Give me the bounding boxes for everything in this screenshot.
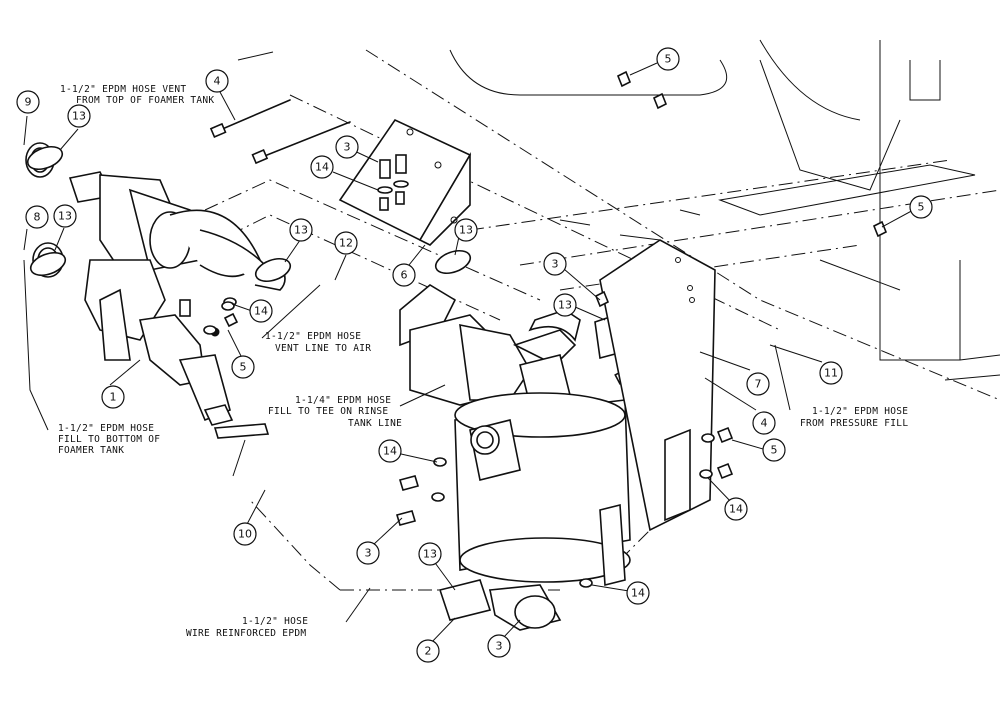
- callout-13: 13: [53, 204, 77, 228]
- callout-13: 13: [454, 218, 478, 242]
- callout-13: 13: [67, 104, 91, 128]
- callout-3: 3: [543, 252, 567, 276]
- svg-text:13: 13: [72, 110, 86, 123]
- callout-6: 6: [392, 263, 416, 287]
- svg-text:13: 13: [459, 224, 473, 237]
- note-fill-tee-line3: TANK LINE: [348, 418, 402, 429]
- note-wire-reinforced-line1: 1-1/2" HOSE: [242, 616, 308, 627]
- svg-text:12: 12: [339, 237, 353, 250]
- svg-text:13: 13: [294, 224, 308, 237]
- svg-text:14: 14: [315, 161, 329, 174]
- svg-text:13: 13: [558, 299, 572, 312]
- svg-text:14: 14: [383, 445, 397, 458]
- center-valve-tank: [399, 284, 631, 631]
- callout-3: 3: [356, 541, 380, 565]
- svg-text:3: 3: [496, 640, 503, 653]
- callout-4: 4: [205, 69, 229, 93]
- note-fill-tee: 1-1/4" EPDM HOSE FILL TO TEE ON RINSE TA…: [268, 395, 402, 429]
- callout-5: 5: [909, 195, 933, 219]
- callout-10: 10: [233, 522, 257, 546]
- left-valve-assembly: [25, 142, 286, 439]
- callout-5: 5: [231, 355, 255, 379]
- svg-text:14: 14: [729, 503, 743, 516]
- svg-text:11: 11: [824, 367, 838, 380]
- svg-text:2: 2: [425, 645, 432, 658]
- callout-3: 3: [335, 135, 359, 159]
- note-fill-bottom-line2: FILL TO BOTTOM OF: [58, 434, 160, 445]
- note-fill-bottom: 1-1/2" EPDM HOSE FILL TO BOTTOM OF FOAME…: [58, 423, 160, 456]
- callout-2: 2: [416, 639, 440, 663]
- svg-text:7: 7: [755, 378, 762, 391]
- note-vent-top-line1: 1-1/2" EPDM HOSE VENT: [60, 84, 186, 95]
- note-wire-reinforced-line2: WIRE REINFORCED EPDM: [186, 628, 306, 639]
- svg-text:4: 4: [214, 75, 221, 88]
- svg-text:5: 5: [665, 53, 672, 66]
- callout-13: 13: [553, 293, 577, 317]
- callout-5: 5: [656, 47, 680, 71]
- mounting-bracket: [338, 118, 472, 246]
- note-wire-reinforced: 1-1/2" HOSE WIRE REINFORCED EPDM: [186, 616, 308, 639]
- svg-text:4: 4: [761, 417, 768, 430]
- note-pressure-fill-line1: 1-1/2" EPDM HOSE: [812, 406, 908, 417]
- svg-text:3: 3: [365, 547, 372, 560]
- note-vent-air: 1-1/2" EPDM HOSE VENT LINE TO AIR: [265, 331, 371, 354]
- callout-14: 14: [310, 155, 334, 179]
- note-fill-bottom-line3: FOAMER TANK: [58, 445, 124, 456]
- callout-3: 3: [487, 634, 511, 658]
- note-fill-tee-line1: 1-1/4" EPDM HOSE: [295, 395, 391, 406]
- callout-14: 14: [626, 581, 650, 605]
- bracket-bolts: [377, 154, 409, 211]
- svg-text:10: 10: [238, 528, 252, 541]
- svg-text:14: 14: [254, 305, 268, 318]
- callout-5: 5: [762, 438, 786, 462]
- svg-text:1: 1: [110, 391, 117, 404]
- note-vent-top: 1-1/2" EPDM HOSE VENT FROM TOP OF FOAMER…: [60, 84, 214, 106]
- svg-text:5: 5: [918, 201, 925, 214]
- svg-text:9: 9: [25, 96, 32, 109]
- svg-text:3: 3: [344, 141, 351, 154]
- callout-9: 9: [16, 90, 40, 114]
- note-vent-top-line2: FROM TOP OF FOAMER TANK: [76, 95, 214, 106]
- callout-14: 14: [724, 497, 748, 521]
- note-vent-air-line2: VENT LINE TO AIR: [275, 343, 371, 354]
- callout-8: 8: [25, 205, 49, 229]
- svg-text:13: 13: [423, 548, 437, 561]
- svg-text:5: 5: [240, 361, 247, 374]
- svg-text:5: 5: [771, 444, 778, 457]
- callout-14: 14: [378, 439, 402, 463]
- callout-13: 13: [418, 542, 442, 566]
- right-bracket: [599, 239, 716, 587]
- callout-11: 11: [819, 361, 843, 385]
- callout-13: 13: [289, 218, 313, 242]
- note-pressure-fill: 1-1/2" EPDM HOSE FROM PRESSURE FILL: [800, 406, 908, 429]
- note-vent-air-line1: 1-1/2" EPDM HOSE: [265, 331, 361, 342]
- svg-text:6: 6: [401, 269, 408, 282]
- note-pressure-fill-line2: FROM PRESSURE FILL: [800, 418, 908, 429]
- callout-4: 4: [752, 411, 776, 435]
- svg-text:13: 13: [58, 210, 72, 223]
- note-fill-bottom-line1: 1-1/2" EPDM HOSE: [58, 423, 154, 434]
- callout-14: 14: [249, 299, 273, 323]
- callout-12: 12: [334, 231, 358, 255]
- small-hardware: [203, 70, 888, 588]
- svg-text:3: 3: [552, 258, 559, 271]
- note-fill-tee-line2: FILL TO TEE ON RINSE: [268, 406, 388, 417]
- svg-text:14: 14: [631, 587, 645, 600]
- svg-text:8: 8: [34, 211, 41, 224]
- callout-1: 1: [101, 385, 125, 409]
- callout-7: 7: [746, 372, 770, 396]
